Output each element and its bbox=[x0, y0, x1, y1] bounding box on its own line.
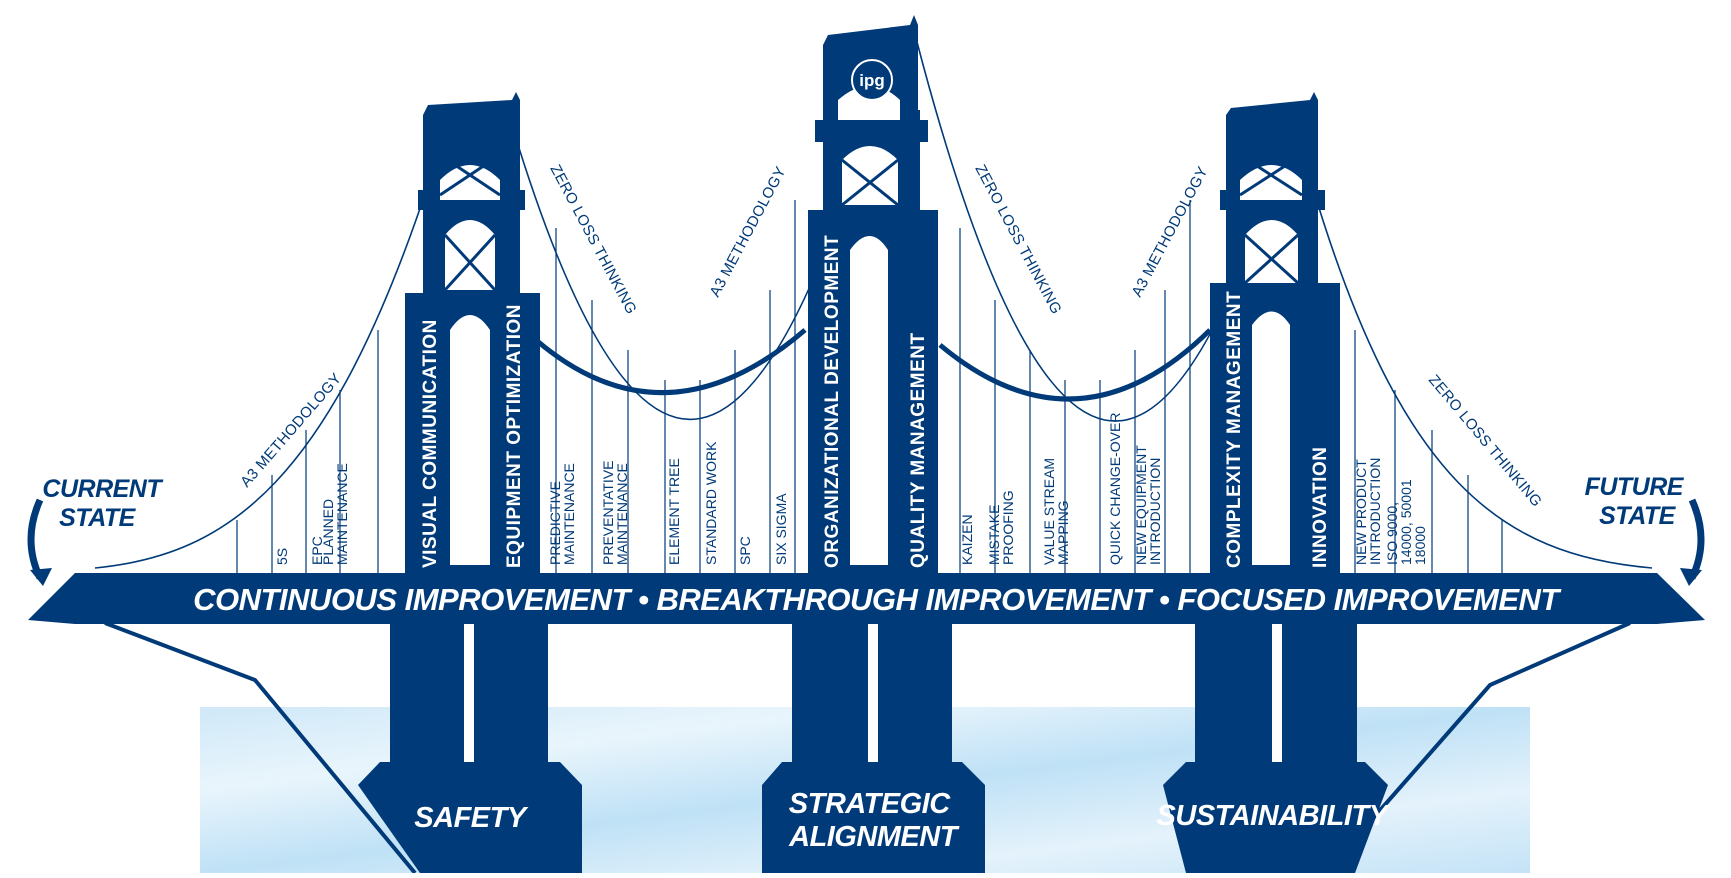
pier-label-alignment: ALIGNMENT bbox=[788, 821, 960, 853]
hanger-label-line: ISO 9000, bbox=[1384, 502, 1400, 565]
hanger-label: NEW EQUIPMENTINTRODUCTION bbox=[1133, 445, 1163, 565]
pier-label-strategic-alignment: STRATEGIC ALIGNMENT bbox=[788, 788, 960, 853]
current-state-arrowhead bbox=[30, 568, 52, 586]
hanger-label: PLANNEDMAINTENANCE bbox=[320, 463, 350, 565]
tower-label-quality-management: QUALITY MANAGEMENT bbox=[908, 332, 929, 568]
hanger-label-line: NEW PRODUCT bbox=[1353, 459, 1369, 565]
hanger-label-line: STANDARD WORK bbox=[703, 441, 719, 565]
pier-label-sustainability-line: SUSTAINABILITY bbox=[1157, 800, 1391, 832]
hanger-label-line: MAINTENANCE bbox=[614, 463, 630, 565]
hanger-label-line: 14000, 50001 bbox=[1398, 479, 1414, 565]
hanger-label-line: SIX SIGMA bbox=[773, 493, 789, 565]
hanger-label-line: MAPPING bbox=[1055, 500, 1071, 565]
hanger-label-line: NEW EQUIPMENT bbox=[1133, 445, 1149, 565]
future-state-line-2: STATE bbox=[1599, 502, 1677, 530]
cable-left-lower bbox=[534, 328, 807, 396]
pier-label-safety: SAFETY bbox=[414, 802, 529, 834]
deck-label: CONTINUOUS IMPROVEMENT • BREAKTHROUGH IM… bbox=[193, 582, 1562, 617]
cable-right-outer bbox=[1311, 184, 1653, 569]
future-state-arrow bbox=[1688, 498, 1705, 580]
hanger-label-line: ELEMENT TREE bbox=[666, 458, 682, 565]
hanger-label: STANDARD WORK bbox=[703, 441, 719, 565]
tower-labels: VISUAL COMMUNICATION EQUIPMENT OPTIMIZAT… bbox=[420, 235, 1331, 568]
current-state-line-2: STATE bbox=[59, 504, 137, 532]
pier-label-strategic: STRATEGIC bbox=[789, 788, 951, 820]
hanger-label-line: 18000 bbox=[1412, 526, 1428, 565]
pier-right-slot bbox=[1272, 620, 1282, 762]
cable-label-right-outer: ZERO LOSS THINKING bbox=[1425, 372, 1545, 511]
future-state-arrowhead bbox=[1680, 568, 1702, 586]
tower-left-openings bbox=[440, 165, 500, 565]
hanger-label: QUICK CHANGE-OVER bbox=[1107, 413, 1123, 565]
ipg-logo: ipg bbox=[851, 59, 893, 101]
hanger-label: SPC bbox=[737, 536, 753, 565]
cable-left-outer bbox=[94, 184, 429, 569]
pier-label-safety-line: SAFETY bbox=[414, 802, 529, 834]
pier-center-slot bbox=[868, 620, 878, 762]
hanger-label-line: MISTAKE bbox=[986, 505, 1002, 565]
hanger-label-line: PLANNED bbox=[320, 499, 336, 565]
future-state-label: FUTURE STATE bbox=[1585, 473, 1690, 530]
hanger-label-line: SPC bbox=[737, 536, 753, 565]
hanger-label: KAIZEN bbox=[959, 514, 975, 565]
tower-right-openings bbox=[1240, 165, 1302, 565]
cable-label-left-main-asc: A3 METHODOLOGY bbox=[707, 164, 790, 300]
cable-right-lower bbox=[938, 328, 1212, 402]
tower-label-complexity-management: COMPLEXITY MANAGEMENT bbox=[1224, 291, 1245, 568]
abutments bbox=[104, 621, 1631, 875]
hanger-label-line: PREDICTIVE bbox=[547, 481, 563, 565]
hanger-label: ISO 9000,14000, 5000118000 bbox=[1384, 479, 1428, 565]
tower-label-organizational-development: ORGANIZATIONAL DEVELOPMENT bbox=[822, 235, 843, 568]
tower-right-bracing bbox=[1239, 153, 1303, 285]
hanger-label: SIX SIGMA bbox=[773, 493, 789, 565]
deck bbox=[28, 573, 1705, 624]
hanger-label: PREVENTATIVEMAINTENANCE bbox=[600, 460, 630, 565]
hanger-label-line: PROOFING bbox=[1000, 490, 1016, 565]
logo-text: ipg bbox=[859, 71, 885, 90]
hanger-label: 5S bbox=[274, 548, 290, 565]
cable-label-left-main-desc: ZERO LOSS THINKING bbox=[546, 162, 639, 317]
current-state-line-1: CURRENT bbox=[42, 475, 164, 503]
tower-label-equipment-optimization: EQUIPMENT OPTIMIZATION bbox=[504, 304, 525, 568]
hanger-label-line: MAINTENANCE bbox=[561, 463, 577, 565]
cable-label-right-main-desc: ZERO LOSS THINKING bbox=[971, 162, 1064, 317]
hanger-label-line: 5S bbox=[274, 548, 290, 565]
tower-center-bracing bbox=[841, 158, 899, 207]
hanger-label: ELEMENT TREE bbox=[666, 458, 682, 565]
hanger-label-line: INTRODUCTION bbox=[1147, 458, 1163, 565]
cable-label-right-main-asc: A3 METHODOLOGY bbox=[1129, 164, 1212, 300]
hanger-label-line: MAINTENANCE bbox=[334, 463, 350, 565]
hanger-label: PREDICTIVEMAINTENANCE bbox=[547, 463, 577, 565]
future-state-line-1: FUTURE bbox=[1585, 473, 1685, 501]
hanger-label-line: PREVENTATIVE bbox=[600, 460, 616, 565]
tower-left-bracing bbox=[439, 153, 501, 292]
hangers bbox=[236, 200, 1503, 573]
pier-left-slot bbox=[464, 620, 474, 762]
cable-label-left-outer: A3 METHODOLOGY bbox=[237, 370, 345, 491]
hanger-label-line: EPC bbox=[309, 536, 325, 565]
hanger-label-line: VALUE STREAM bbox=[1041, 458, 1057, 565]
tower-label-innovation: INNOVATION bbox=[1310, 447, 1331, 568]
hanger-label: EPC bbox=[309, 536, 325, 565]
current-state-arrow bbox=[27, 498, 44, 580]
tower-label-visual-communication: VISUAL COMMUNICATION bbox=[420, 319, 441, 568]
hanger-label-line: INTRODUCTION bbox=[1367, 458, 1383, 565]
hanger-label: MISTAKEPROOFING bbox=[986, 490, 1016, 565]
hanger-label-line: QUICK CHANGE-OVER bbox=[1107, 413, 1123, 565]
hanger-label: NEW PRODUCTINTRODUCTION bbox=[1353, 458, 1383, 565]
pier-label-sustainability: SUSTAINABILITY bbox=[1157, 800, 1391, 832]
hanger-label-line: KAIZEN bbox=[959, 514, 975, 565]
hanger-label: VALUE STREAMMAPPING bbox=[1041, 458, 1071, 565]
current-state-label: CURRENT STATE bbox=[42, 475, 167, 532]
